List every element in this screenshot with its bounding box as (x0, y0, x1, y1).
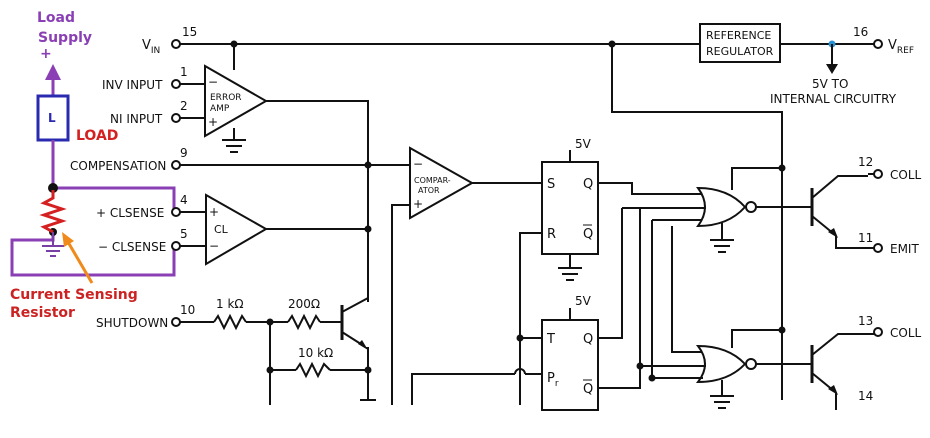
sense-pointer-arrow (62, 232, 94, 284)
inv-input-pin (171, 79, 181, 89)
comparator-line1: COMPAR- (414, 176, 451, 185)
error-amp-ground-icon (222, 128, 246, 153)
ni-input-pin (171, 113, 181, 123)
vref-label: VREF (888, 38, 914, 56)
coll1-pin-number: 12 (858, 155, 873, 169)
svg-text:Pr: Pr (547, 371, 559, 389)
compensation-label: COMPENSATION (70, 159, 166, 173)
current-sensing-label-line2: Resistor (10, 305, 75, 321)
clsense-minus-pin-number: 5 (180, 227, 188, 241)
reference-regulator-line2: REGULATOR (706, 45, 774, 58)
error-amp-line1: ERROR (210, 93, 242, 103)
shutdown-label: SHUTDOWN (96, 316, 168, 330)
cl-amp-block (205, 193, 269, 266)
svg-text:+: + (208, 115, 218, 129)
inv-input-pin-number: 1 (180, 65, 188, 79)
svg-text:Q: Q (583, 227, 593, 242)
clsense-plus-label: + CLSENSE (96, 206, 164, 220)
emit2-pin-number: 14 (858, 389, 873, 403)
svg-text:+: + (209, 205, 219, 219)
nor-upper-ground-icon (710, 239, 734, 253)
load-label: LOAD (76, 128, 118, 144)
internal-circuitry-line2: INTERNAL CIRCUITRY (770, 92, 897, 106)
comparator-block (409, 146, 475, 220)
shutdown-pin (171, 317, 181, 327)
shutdown-pin-number: 10 (180, 303, 195, 317)
t-flipflop-block (541, 319, 599, 411)
clsense-plus-pin-number: 4 (180, 193, 188, 207)
ni-input-label: NI INPUT (110, 112, 163, 126)
clsense-minus-label: − CLSENSE (98, 240, 166, 254)
error-amp-line2: AMP (210, 104, 230, 114)
load-supply-label-line2: Supply (38, 30, 92, 46)
sense-ground-icon (42, 232, 64, 257)
load-supply-arrow (45, 64, 61, 96)
reference-regulator-block (699, 23, 781, 63)
error-amp-block (204, 64, 269, 138)
emit1-pin-number: 11 (858, 231, 873, 245)
resistor-1k (213, 313, 247, 331)
vref-pin-number: 16 (853, 25, 868, 39)
clsense-plus-pin (171, 207, 181, 217)
svg-text:−: − (208, 75, 218, 89)
vin-label: VIN (142, 38, 160, 56)
nor-lower-ground-icon (710, 395, 734, 409)
vref-pin (873, 39, 883, 49)
compensation-pin-number: 9 (180, 146, 188, 160)
ni-input-pin-number: 2 (180, 99, 188, 113)
vin-pin (171, 39, 181, 49)
clsense-minus-pin (171, 241, 181, 251)
cl-amp-label: CL (214, 223, 229, 236)
coll2-label: COLL (890, 326, 922, 340)
load-supply-plus: + (40, 46, 52, 62)
svg-text:+: + (413, 197, 423, 211)
coll1-pin (873, 169, 883, 179)
ff-top-ground-icon (558, 254, 582, 281)
emit1-label: EMIT (890, 242, 919, 256)
svg-text:−: − (209, 239, 219, 253)
svg-text:−: − (413, 157, 423, 171)
current-sensing-resistor (39, 190, 67, 234)
svg-text:T: T (546, 332, 555, 347)
resistor-10k (295, 361, 331, 379)
ff-bottom-5v: 5V (575, 294, 592, 308)
inv-input-label: INV INPUT (102, 78, 163, 92)
load-node-top (48, 183, 58, 193)
compensation-pin (171, 160, 181, 170)
resistor-1k-label: 1 kΩ (216, 297, 244, 311)
load-supply-label-line1: Load (37, 10, 75, 26)
svg-text:S: S (547, 177, 555, 192)
coll2-pin-number: 13 (858, 314, 873, 328)
output-transistor-lower (810, 333, 874, 410)
resistor-10k-label: 10 kΩ (298, 346, 333, 360)
emit1-pin (873, 243, 883, 253)
svg-text:R: R (547, 227, 556, 242)
coll2-pin (873, 327, 883, 337)
internal-circuitry-arrow (826, 44, 838, 74)
resistor-200-label: 200Ω (288, 297, 320, 311)
ff-top-5v: 5V (575, 137, 592, 151)
vin-pin-number: 15 (182, 25, 197, 39)
svg-text:Q: Q (583, 382, 593, 397)
shutdown-transistor (340, 297, 376, 401)
coll1-label: COLL (890, 168, 922, 182)
nor-gate-lower (695, 344, 747, 384)
comparator-line2: ATOR (418, 186, 440, 195)
resistor-200 (287, 313, 321, 331)
svg-text:Q: Q (583, 332, 593, 347)
output-transistor-upper (810, 175, 874, 249)
internal-circuitry-line1: 5V TO (812, 77, 848, 91)
svg-text:Q: Q (583, 177, 593, 192)
reference-regulator-line1: REFERENCE (706, 29, 771, 42)
current-sensing-label-line1: Current Sensing (10, 287, 138, 303)
load-box-letter: L (48, 111, 56, 125)
